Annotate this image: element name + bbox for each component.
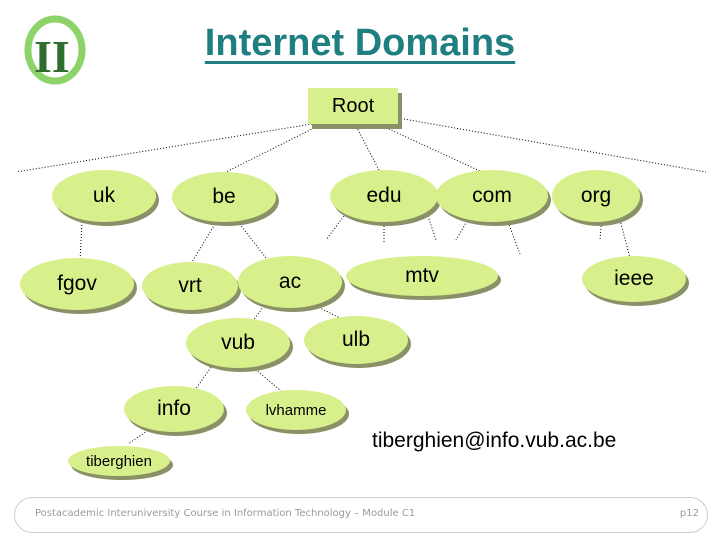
title-text: Internet Domains [204, 22, 516, 64]
com-node: com [436, 170, 548, 222]
mtv-node: mtv [346, 256, 498, 296]
be-label: be [212, 185, 236, 208]
info-label: info [157, 397, 191, 420]
lvhamme-label: lvhamme [265, 401, 327, 419]
be-node: be [172, 172, 276, 222]
ulb-node: ulb [304, 316, 408, 364]
com-label: com [472, 184, 512, 207]
ieee-label: ieee [614, 267, 654, 290]
ac-label: ac [278, 270, 302, 293]
footer-bar: Postacademic Interuniversity Course in I… [14, 497, 708, 533]
edu-node: edu [330, 170, 438, 222]
fgov-label: fgov [57, 272, 97, 295]
page-title: Internet Domains [0, 22, 720, 65]
org-node: org [552, 170, 640, 222]
uk-label: uk [92, 184, 116, 207]
tiberghien-node: tiberghien [68, 446, 170, 476]
fgov-node: fgov [20, 258, 134, 310]
vrt-node: vrt [142, 262, 238, 310]
root-node: Root [308, 88, 398, 124]
vub-node: vub [186, 318, 290, 368]
tiberghien-label: tiberghien [86, 452, 152, 470]
info-node: info [124, 386, 224, 432]
institution-logo: II [24, 15, 86, 85]
ulb-label: ulb [341, 328, 371, 351]
logo-text: II [34, 31, 70, 82]
edu-label: edu [366, 184, 402, 207]
email-address: tiberghien@info.vub.ac.be [372, 429, 617, 452]
uk-node: uk [52, 170, 156, 222]
root-label: Root [331, 94, 375, 117]
ac-node: ac [238, 256, 342, 308]
ieee-node: ieee [582, 256, 686, 302]
vub-label: vub [221, 331, 255, 354]
lvhamme-node: lvhamme [246, 390, 346, 430]
footer-course: Postacademic Interuniversity Course in I… [35, 508, 416, 519]
org-label: org [580, 184, 612, 207]
mtv-label: mtv [405, 264, 439, 287]
vrt-label: vrt [178, 274, 202, 297]
page-number: p12 [679, 508, 699, 519]
